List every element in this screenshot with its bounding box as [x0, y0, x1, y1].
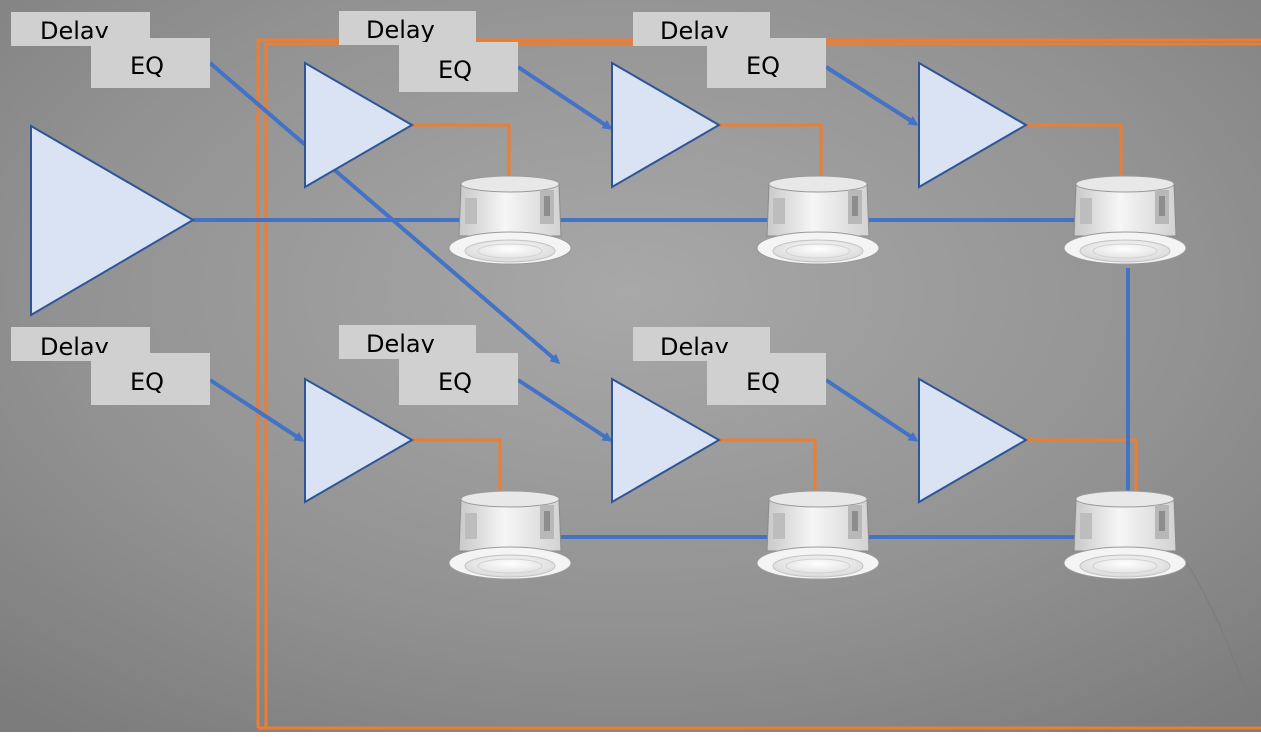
ceiling-speaker-icon [756, 175, 880, 265]
ceiling-speaker-icon [448, 490, 572, 580]
amp-speaker-power-lines [412, 123, 1138, 492]
eq-box [707, 38, 826, 88]
eq-label: EQ [438, 56, 472, 84]
amplifier-icon [918, 377, 1029, 504]
ceiling-speaker-icon [1063, 490, 1187, 580]
dsp-label-group: Delay EQ [339, 11, 518, 92]
amplifier-icon [918, 61, 1028, 189]
dsp-label-group: Delay EQ [633, 327, 826, 405]
eq-box [91, 353, 210, 405]
eq-label: EQ [746, 52, 780, 80]
main-amplifier-icon [30, 124, 195, 317]
dsp-label-group: Delay EQ [11, 12, 210, 88]
amplifier-icon [304, 61, 414, 189]
eq-box [399, 353, 518, 405]
ceiling-speaker-icon [1063, 175, 1187, 265]
delay-label: Delay [366, 16, 435, 44]
zone-amplifiers [304, 61, 1029, 504]
dsp-label-group: Delay EQ [339, 325, 518, 405]
eq-label: EQ [438, 368, 472, 396]
delay-box [339, 11, 476, 45]
eq-box [91, 38, 210, 88]
ceiling-speaker-icon [448, 175, 572, 265]
amplifier-icon [611, 377, 722, 504]
background-crack [1184, 559, 1259, 721]
amplifier-icon [304, 377, 415, 504]
dsp-label-group: Delay EQ [11, 327, 210, 405]
eq-box [399, 42, 518, 92]
power-bus-lines [256, 38, 1261, 730]
amplifier-icon [611, 61, 721, 189]
ceiling-speaker-icon [756, 490, 880, 580]
eq-label: EQ [746, 368, 780, 396]
eq-arrows [208, 61, 919, 442]
eq-label: EQ [130, 368, 164, 396]
dsp-label-group: Delay EQ [633, 12, 826, 88]
eq-label: EQ [130, 52, 164, 80]
eq-box [707, 353, 826, 405]
